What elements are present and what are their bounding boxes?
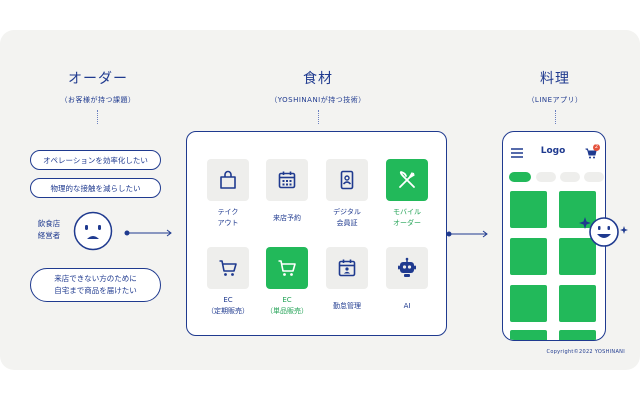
- product-tile: [510, 238, 547, 275]
- feature-label: モバイル オーダー: [372, 207, 442, 229]
- persona-line: 飲食店: [37, 219, 61, 228]
- feature-label: EC （定期販売）: [193, 295, 263, 317]
- issue-line: 自宅まで商品を届けたい: [54, 286, 137, 295]
- feature-label-line: アウト: [217, 219, 239, 227]
- persona-label: 飲食店 経営者: [34, 218, 64, 242]
- feature-label: デジタル 会員証: [312, 207, 382, 229]
- feature-label-line: 勤怠管理: [333, 302, 361, 310]
- feature-tile-ec-subscription: [207, 247, 249, 289]
- feature-tile-mobile-order: [386, 159, 428, 201]
- feature-label: AI: [372, 301, 442, 312]
- feature-label-line: 会員証: [336, 219, 358, 227]
- feature-tile-reservation: [266, 159, 308, 201]
- feature-tile-takeout: [207, 159, 249, 201]
- issue-line: 来店できない方のために: [54, 274, 137, 283]
- feature-label-line: （定期販売）: [207, 307, 249, 315]
- feature-label-line: EC: [282, 296, 292, 304]
- product-tile: [559, 191, 596, 228]
- feature-label: 来店予約: [252, 213, 322, 224]
- calendar-icon: [278, 171, 296, 189]
- feature-label-line: 来店予約: [273, 214, 301, 222]
- ingredients-subtitle: （YOSHINANIが持つ技術）: [270, 96, 366, 104]
- persona-line: 経営者: [37, 231, 61, 240]
- feature-label-line: テイク: [217, 208, 239, 216]
- dish-dotted-line: [555, 110, 556, 124]
- copyright: Copyright©2022 YOSHINANI: [546, 349, 625, 355]
- menu-icon: [511, 148, 523, 158]
- cart-icon: [585, 148, 597, 159]
- sparkle-icon: [620, 226, 628, 234]
- category-chip: [584, 172, 604, 182]
- ingredients-dotted-line: [318, 110, 319, 124]
- issue-pill: 物理的な接触を減らしたい: [30, 178, 161, 198]
- feature-label: テイク アウト: [193, 207, 263, 229]
- cart-icon: [219, 260, 237, 276]
- app-logo: Logo: [540, 146, 566, 156]
- category-chip-active: [509, 172, 531, 182]
- order-subtitle: （お客様が持つ課題）: [60, 96, 136, 104]
- feature-label-line: AI: [403, 302, 411, 310]
- category-chip: [536, 172, 556, 182]
- arrow-to-technology: [124, 229, 172, 237]
- feature-label-line: デジタル: [333, 208, 361, 216]
- dish-title: 料理: [540, 71, 570, 87]
- feature-tile-ai: [386, 247, 428, 289]
- product-tile: [510, 191, 547, 228]
- category-chip: [560, 172, 580, 182]
- arrow-to-app: [446, 230, 488, 238]
- bag-icon: [220, 170, 236, 189]
- product-tile: [510, 330, 547, 340]
- member-card-icon: [340, 170, 354, 190]
- feature-label: EC （単品販売）: [252, 295, 322, 317]
- ingredients-title: 食材: [303, 71, 333, 87]
- order-dotted-line: [97, 110, 98, 124]
- order-title: オーダー: [68, 71, 128, 87]
- worried-face-icon: [73, 211, 113, 251]
- product-tile: [510, 285, 547, 322]
- issue-pill-delivery: 来店できない方のために 自宅まで商品を届けたい: [30, 268, 161, 302]
- smiling-face-icon: [579, 217, 628, 247]
- cart-icon: [278, 260, 296, 276]
- sparkle-icon: [579, 217, 591, 229]
- feature-label-line: EC: [223, 296, 233, 304]
- robot-icon: [398, 257, 416, 277]
- fork-knife-icon: [399, 171, 415, 188]
- feature-tile-member-card: [326, 159, 368, 201]
- product-tile: [559, 238, 596, 275]
- product-tile: [559, 330, 596, 340]
- cart-badge: 2: [593, 144, 600, 151]
- feature-label: 勤怠管理: [312, 301, 382, 312]
- issue-pill: オペレーションを効率化したい: [30, 150, 161, 170]
- calendar-person-icon: [338, 259, 356, 277]
- feature-label-line: モバイル: [393, 208, 421, 216]
- feature-tile-ec-single: [266, 247, 308, 289]
- dish-subtitle: （LINEアプリ）: [527, 96, 583, 104]
- feature-label-line: オーダー: [393, 219, 421, 227]
- feature-label-line: （単品販売）: [266, 307, 308, 315]
- product-tile: [559, 285, 596, 322]
- feature-tile-attendance: [326, 247, 368, 289]
